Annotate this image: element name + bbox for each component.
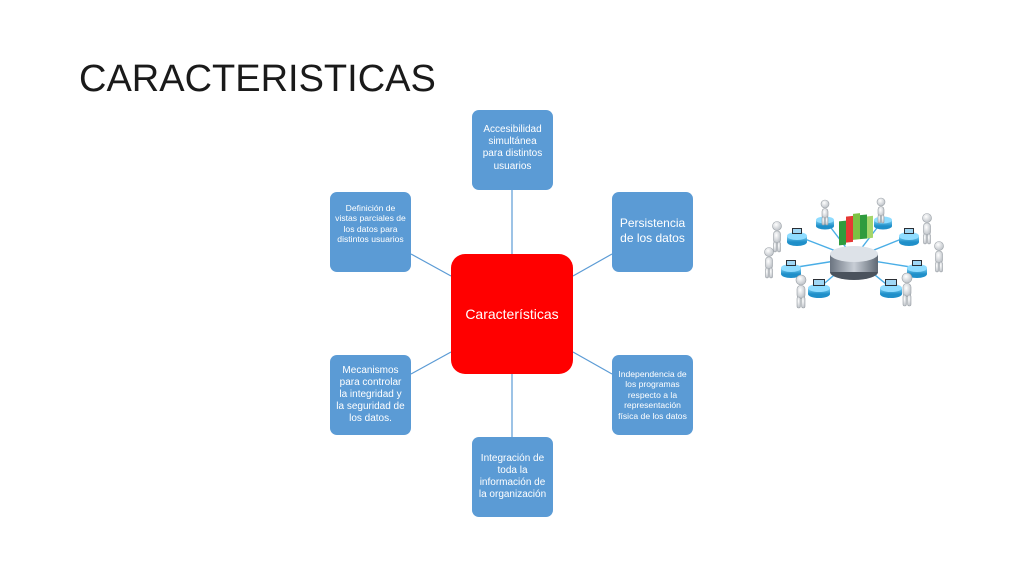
connector-top-left bbox=[410, 253, 452, 277]
node-accesibilidad: Accesibilidad simultánea para distintos … bbox=[472, 110, 553, 190]
connector-bottom-right bbox=[572, 351, 613, 375]
center-node: Características bbox=[451, 254, 573, 374]
node-integracion: Integración de toda la información de la… bbox=[472, 437, 553, 517]
connector-bottom-left bbox=[410, 351, 452, 375]
connector-top-right bbox=[572, 253, 613, 277]
node-mecanismos: Mecanismos para controlar la integridad … bbox=[330, 355, 411, 435]
node-independencia: Independencia de los programas respecto … bbox=[612, 355, 693, 435]
node-definicion-vistas: Definición de vistas parciales de los da… bbox=[330, 192, 411, 272]
node-persistencia: Persistencia de los datos bbox=[612, 192, 693, 272]
slide-title: CARACTERISTICAS bbox=[79, 58, 436, 100]
database-network-users-icon bbox=[764, 197, 944, 309]
